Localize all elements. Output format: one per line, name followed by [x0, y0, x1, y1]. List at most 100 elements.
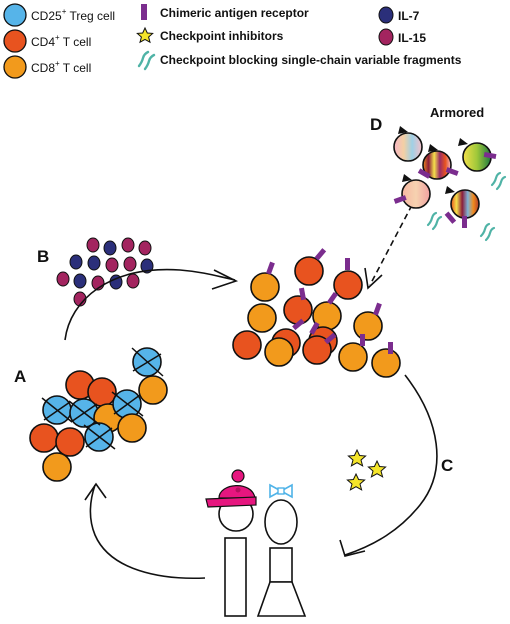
marker-triangle-icon — [428, 144, 438, 152]
legend-cd8: CD8+ T cell — [3, 55, 91, 79]
car-receptor-icon — [462, 216, 467, 228]
cytokine-cluster — [56, 237, 154, 307]
legend-cd4-suffix: T cell — [60, 35, 92, 49]
arrow-b-head — [211, 269, 239, 290]
cd8-car-t-cell — [250, 272, 280, 302]
legend-treg-prefix: CD25 — [31, 9, 62, 23]
armored-markers — [398, 126, 468, 194]
svg-text:CD8+ T cell: CD8+ T cell — [31, 59, 91, 75]
cd8-car-t-cell — [338, 342, 368, 372]
receptor-bar-icon — [141, 4, 147, 20]
armored-cell — [393, 132, 423, 162]
legend-scfv: Checkpoint blocking single-chain variabl… — [137, 50, 462, 71]
il7-particle — [103, 240, 117, 256]
cd4-cell — [29, 423, 59, 453]
male-body — [224, 537, 247, 617]
cd8-car-t-cell — [371, 348, 401, 378]
squiggle-icon — [490, 171, 502, 187]
car-receptor-icon — [298, 287, 306, 301]
squiggle-icon — [426, 211, 438, 227]
cd8-cell — [117, 413, 147, 443]
squiggle-icon — [137, 50, 150, 68]
cd4-car-t-cell — [302, 335, 332, 365]
cd4-car-t-cell — [283, 295, 313, 325]
marker-triangle-icon — [402, 174, 412, 182]
female-head — [264, 499, 298, 545]
cd8-car-t-cell — [353, 311, 383, 341]
car-receptors — [266, 248, 393, 354]
scfv-fragments — [426, 171, 507, 242]
il15-particle — [105, 257, 119, 273]
star-icon — [367, 459, 387, 478]
legend-cd8-suffix: T cell — [60, 61, 92, 75]
legend-cd4-sup: + — [55, 33, 60, 42]
car-receptor-icon — [388, 342, 393, 354]
car-receptor-icon — [314, 248, 327, 261]
legend-cd4-prefix: CD4 — [31, 35, 55, 49]
cap-brim — [205, 496, 257, 508]
cycle-arrows — [64, 204, 438, 580]
cd4-car-t-cell — [232, 330, 262, 360]
cap-dot — [235, 487, 241, 493]
svg-text:CD4+ T cell: CD4+ T cell — [31, 33, 91, 49]
armored-dashed-arrow — [369, 204, 413, 286]
svg-text:CD25+ Treg cell: CD25+ Treg cell — [31, 7, 115, 23]
treg-swatch-icon — [3, 3, 27, 27]
arrow-c-head — [339, 539, 366, 557]
armored-cell — [450, 189, 480, 219]
il7-particle — [87, 255, 101, 271]
il15-particle — [126, 273, 140, 289]
arrow-a-to-b — [64, 268, 236, 341]
marker-triangle-icon — [445, 186, 455, 194]
car-receptor-icon — [444, 211, 457, 224]
il15-swatch-icon — [378, 28, 394, 46]
legend-il7-label: IL-7 — [398, 9, 420, 23]
il15-particle — [56, 271, 70, 287]
il7-particle — [69, 254, 83, 270]
cd8-car-t-cell — [264, 337, 294, 367]
car-receptor-icon — [360, 334, 365, 346]
arrow-patient-to-a — [89, 484, 206, 580]
car-receptor-icon — [292, 318, 305, 331]
legend-cd8-sup: + — [55, 59, 60, 68]
female-torso — [269, 547, 293, 583]
car-receptor-icon — [266, 261, 275, 275]
armored-label: Armored — [430, 105, 484, 120]
il7-swatch-icon — [378, 6, 394, 24]
cd8-cell — [42, 452, 72, 482]
legend-checkpoint: Checkpoint inhibitors — [136, 26, 284, 44]
legend-car-label: Chimeric antigen receptor — [160, 6, 309, 20]
il15-particle — [121, 237, 135, 253]
bow-knot — [277, 487, 285, 495]
arrow-a-head — [84, 482, 107, 501]
armored-cell — [422, 150, 452, 180]
legend-treg: CD25+ Treg cell — [3, 3, 115, 27]
cd4-cell — [55, 427, 85, 457]
armored-receptors — [393, 152, 497, 228]
marker-triangle-icon — [398, 126, 408, 134]
cd8-swatch-icon — [3, 55, 27, 79]
legend-car: Chimeric antigen receptor — [141, 4, 309, 20]
car-receptor-icon — [326, 291, 338, 305]
panel-label-c: C — [441, 456, 453, 475]
arrow-b-to-c — [344, 374, 438, 556]
il15-particle — [123, 256, 137, 272]
car-receptor-icon — [309, 321, 320, 335]
cd4-car-t-cell — [333, 270, 363, 300]
panel-label-b: B — [37, 247, 49, 266]
patient-female — [256, 483, 307, 617]
armored-cell-group — [393, 126, 507, 242]
legend-il7: IL-7 — [378, 6, 420, 24]
legend-cd8-prefix: CD8 — [31, 61, 55, 75]
squiggle-icon — [479, 222, 491, 238]
legend-checkpoint-label: Checkpoint inhibitors — [160, 29, 284, 43]
car-receptor-icon — [417, 168, 431, 179]
il15-particle — [86, 237, 100, 253]
car-receptor-icon — [324, 332, 337, 345]
car-receptor-icon — [373, 302, 382, 316]
car-receptor-icon — [483, 152, 497, 160]
star-icon — [346, 472, 366, 491]
patient-male — [205, 469, 257, 617]
female-skirt — [256, 581, 307, 617]
